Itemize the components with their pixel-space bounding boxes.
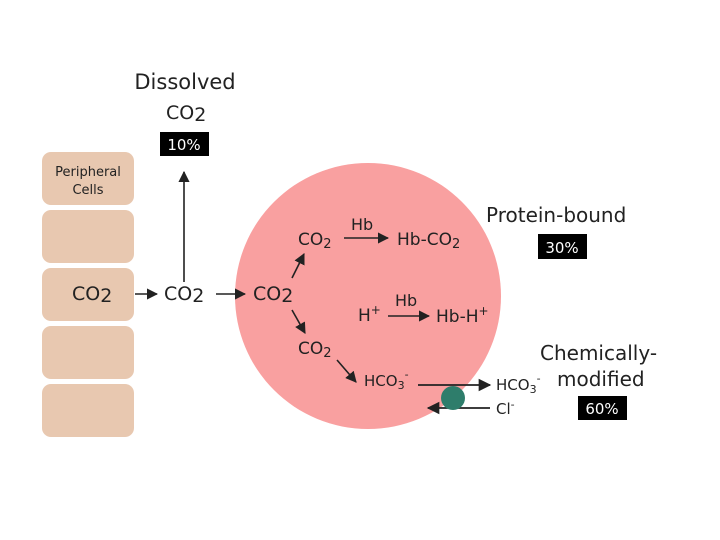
cell-5 bbox=[42, 384, 134, 437]
cells-label: Peripheral bbox=[55, 165, 121, 180]
rbc-co2: CO2 bbox=[253, 283, 293, 307]
chemically-modified-label-line2: modified bbox=[557, 367, 645, 391]
plasma-co2: CO2 bbox=[164, 283, 204, 307]
hb-co2: Hb-CO2 bbox=[397, 230, 460, 252]
chemically-modified-label: Chemically- bbox=[540, 341, 657, 365]
hco3-inside: HCO3- bbox=[364, 368, 409, 392]
protein-bound-label: Protein-bound bbox=[486, 203, 626, 227]
peripheral-cells bbox=[42, 152, 134, 437]
protein-bound-percent: 30% bbox=[545, 239, 578, 257]
branch-down-arrow bbox=[291, 309, 306, 334]
anion-exchanger bbox=[441, 386, 465, 410]
branch-up-arrow bbox=[291, 252, 305, 279]
dissolved-co2: CO2 bbox=[166, 102, 206, 126]
chloride: Cl- bbox=[496, 398, 515, 418]
rbc-co2-upper: CO2 bbox=[298, 230, 332, 252]
rbc-co2-lower: CO2 bbox=[298, 339, 332, 361]
h-plus: H+ bbox=[358, 303, 381, 326]
cell-3 bbox=[42, 268, 134, 321]
dissolved-percent: 10% bbox=[167, 136, 200, 154]
protein-bound-percent-badge bbox=[538, 234, 587, 259]
cell-co2: CO2 bbox=[72, 283, 112, 307]
hb-lower: Hb bbox=[395, 291, 417, 310]
hb-upper: Hb bbox=[351, 215, 373, 234]
cell-4 bbox=[42, 326, 134, 379]
chemically-modified-percent-badge bbox=[578, 396, 627, 420]
cell-1 bbox=[42, 152, 134, 205]
chemically-modified-percent: 60% bbox=[585, 400, 618, 418]
cell-2 bbox=[42, 210, 134, 263]
red-blood-cell bbox=[235, 163, 501, 429]
cells-label-line2: Cells bbox=[72, 183, 103, 198]
bicarbonate-arrow bbox=[336, 359, 357, 383]
hb-h: Hb-H+ bbox=[436, 304, 489, 327]
dissolved-label: Dissolved bbox=[134, 70, 235, 94]
hco3-outside: HCO3- bbox=[496, 372, 541, 396]
dissolved-percent-badge bbox=[160, 132, 209, 156]
